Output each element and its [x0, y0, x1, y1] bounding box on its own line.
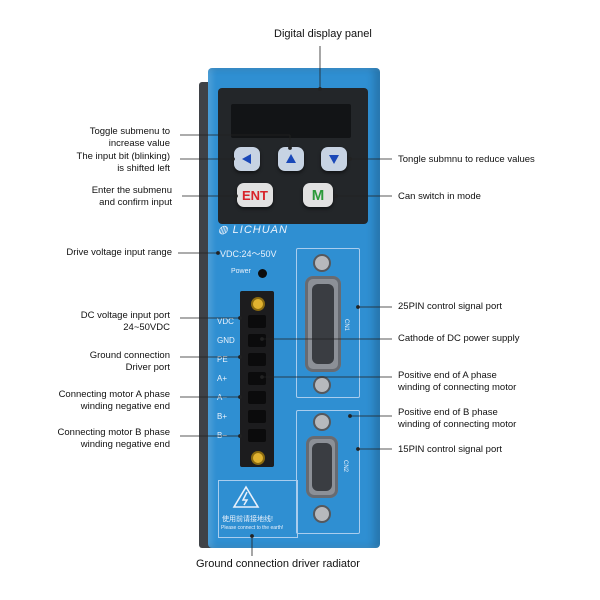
callout-cathode-dc: Cathode of DC power supply: [398, 333, 520, 344]
cn1-pin-field: [312, 284, 334, 364]
callout-a-phase-positive: Positive end of A phase winding of conne…: [398, 370, 517, 393]
power-label: Power: [231, 268, 251, 275]
up-button[interactable]: [278, 147, 304, 171]
brand-text: LICHUAN: [232, 224, 288, 236]
cn2-bottom-screw: [313, 505, 331, 523]
terminal-top-screw: [251, 297, 265, 311]
ground-warning-cn: 使用前请接地线!: [222, 516, 273, 523]
brand-logo: ◍ LICHUAN: [218, 223, 288, 236]
vdc-range-label: VDC:24～50V: [220, 249, 277, 259]
terminal-bottom-screw: [251, 451, 265, 465]
callout-motor-a-negative: Connecting motor A phase winding negativ…: [58, 389, 170, 412]
ground-warning-en: Please connect to the earth!: [221, 525, 284, 531]
terminal-slot: [248, 410, 266, 423]
callout-enter-submenu: Enter the submenu and confirm input: [91, 185, 172, 208]
terminal-slot: [248, 315, 266, 328]
cn1-top-screw: [313, 254, 331, 272]
down-button[interactable]: [321, 147, 347, 171]
logo-swirl-icon: ◍: [218, 224, 229, 236]
cn2-top-screw: [313, 413, 331, 431]
terminal-label-vdc: VDC: [217, 317, 234, 326]
callout-b-phase-positive: Positive end of B phase winding of conne…: [398, 407, 517, 430]
triangle-left-icon: [242, 154, 251, 164]
terminal-label-gnd: GND: [217, 336, 235, 345]
diagram-title: Digital display panel: [274, 28, 372, 40]
callout-shift-left: The input bit (blinking) is shifted left: [76, 151, 170, 174]
digital-display: [231, 104, 351, 138]
high-voltage-warning-icon: [232, 485, 260, 508]
terminal-slot: [248, 429, 266, 442]
ground-warning-box: [218, 480, 298, 538]
terminal-label-b-plus: B+: [217, 412, 228, 421]
callout-25pin-port: 25PIN control signal port: [398, 301, 503, 312]
callout-drive-voltage: Drive voltage input range: [66, 247, 172, 258]
cn2-pin-field: [312, 443, 332, 491]
callout-toggle-increase: Toggle submenu to increase value: [89, 126, 170, 149]
terminal-label-a-plus: A+: [217, 374, 228, 383]
callout-switch-mode: Can switch in mode: [398, 191, 481, 202]
callout-ground-radiator: Ground connection driver radiator: [196, 558, 360, 570]
left-button[interactable]: [234, 147, 260, 171]
terminal-slot: [248, 391, 266, 404]
terminal-slot: [248, 353, 266, 366]
triangle-down-icon: [329, 155, 339, 164]
callout-15pin-port: 15PIN control signal port: [398, 444, 503, 455]
terminal-label-a-minus: A−: [217, 393, 228, 402]
terminal-label-pe: PE: [217, 355, 228, 364]
callout-reduce-values: Tongle submnu to reduce values: [398, 154, 535, 165]
ent-button[interactable]: ENT: [237, 183, 273, 207]
terminal-label-b-minus: B−: [217, 431, 228, 440]
power-led: [258, 269, 267, 278]
callout-dc-port: DC voltage input port 24~50VDC: [80, 310, 170, 333]
callout-motor-b-negative: Connecting motor B phase winding negativ…: [57, 427, 170, 450]
cn2-frame: [296, 410, 360, 534]
callout-ground-port: Ground connection Driver port: [89, 350, 170, 373]
triangle-up-icon: [286, 154, 296, 163]
cn1-frame: [296, 248, 360, 398]
m-button[interactable]: M: [303, 183, 333, 207]
